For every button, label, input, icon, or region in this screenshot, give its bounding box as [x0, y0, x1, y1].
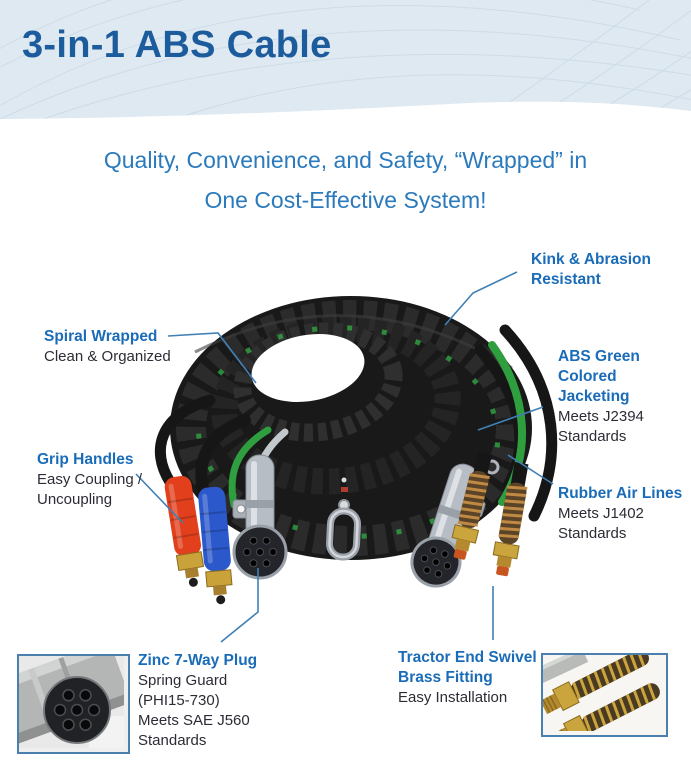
callout-title: Colored Jacketing — [558, 368, 630, 405]
spring-guard-coils — [457, 473, 490, 527]
callout-leader-lines — [135, 271, 554, 643]
callout-title: Resistant — [531, 271, 601, 288]
brass-fitting-b — [492, 461, 529, 577]
subtitle: Quality, Convenience, and Safety, “Wrapp… — [0, 140, 691, 220]
callout-desc: (PHI15-730) — [138, 692, 220, 709]
callout-desc: Meets J1402 — [558, 505, 644, 522]
plug-pin-holes — [420, 546, 452, 578]
subtitle-line-1: Quality, Convenience, and Safety, “Wrapp… — [103, 147, 588, 173]
spring-guard-coils — [583, 683, 657, 733]
callout-tractor-end-fitting: Tractor End Swivel Brass Fitting Easy In… — [398, 648, 537, 708]
callout-desc: Easy Installation — [398, 689, 508, 706]
abs-green-leader-line — [477, 406, 544, 431]
callout-desc: Standards — [558, 525, 627, 542]
plug-pin-holes — [243, 536, 277, 568]
callout-desc: Easy Coupling / — [37, 471, 143, 488]
callout-title: Grip Handles — [37, 451, 134, 468]
zinc-plug-photo — [17, 654, 130, 754]
brass-fitting-photo — [541, 653, 668, 737]
callout-spiral-wrapped: Spiral Wrapped Clean & Organized — [44, 327, 171, 367]
callout-desc: Spring Guard — [138, 672, 228, 689]
brass-fitting-photo-illustration — [543, 655, 662, 735]
spring-guard-coils — [498, 485, 528, 539]
subtitle-line-2: One Cost-Effective System! — [204, 187, 487, 213]
callout-abs-green-jacketing: ABS Green Colored Jacketing Meets J2394 … — [558, 347, 691, 447]
callout-desc: Meets J2394 — [558, 408, 644, 425]
callout-desc: Standards — [138, 732, 207, 749]
grip-leader-line — [135, 473, 184, 524]
callout-title: Spiral Wrapped — [44, 328, 158, 345]
cable-coil — [170, 296, 532, 560]
spring-guard-coils — [572, 655, 646, 700]
callout-desc: Meets SAE J560 — [138, 712, 250, 729]
brass-fitting-a — [451, 452, 493, 560]
carabiner-clip-icon — [325, 477, 362, 561]
header-wave-background — [0, 0, 691, 126]
callout-grip-handles: Grip Handles Easy Coupling / Uncoupling — [37, 450, 142, 510]
abs-green-cable — [228, 426, 272, 509]
callout-title: Kink & Abrasion — [531, 251, 651, 268]
zinc-leader-line — [220, 568, 259, 643]
left-7way-plug — [232, 454, 288, 580]
header-texture-lines — [0, 0, 691, 126]
callout-title: Brass Fitting — [398, 669, 493, 686]
zinc-plug-photo-illustration — [19, 656, 128, 748]
page-title: 3-in-1 ABS Cable — [22, 24, 332, 66]
brass-hose-1 — [543, 655, 649, 715]
callout-kink-abrasion: Kink & Abrasion Resistant — [531, 250, 651, 290]
blue-grip-handle — [198, 486, 233, 605]
callout-title: ABS Green — [558, 348, 640, 365]
callout-desc: Clean & Organized — [44, 348, 171, 365]
kink-leader-line — [444, 271, 518, 326]
callout-zinc-7way-plug: Zinc 7-Way Plug Spring Guard (PHI15-730)… — [138, 651, 257, 751]
abs-green-jacket-accents — [195, 325, 501, 539]
silver-fitting — [543, 655, 589, 686]
callout-title: Rubber Air Lines — [558, 485, 683, 502]
callout-desc: Uncoupling — [37, 491, 113, 508]
coil-center-hole — [251, 334, 365, 402]
callout-desc: Standards — [558, 428, 627, 445]
rubber-leader-line — [507, 454, 554, 485]
header-banner: 3-in-1 ABS Cable — [0, 0, 691, 126]
plug-pin-holes — [53, 689, 101, 731]
thread-lines — [543, 695, 558, 714]
spiral-leader-line — [167, 332, 257, 384]
callout-title: Zinc 7-Way Plug — [138, 652, 258, 669]
callout-title: Tractor End Swivel — [398, 649, 537, 666]
callout-rubber-air-lines: Rubber Air Lines Meets J1402 Standards — [558, 484, 682, 544]
